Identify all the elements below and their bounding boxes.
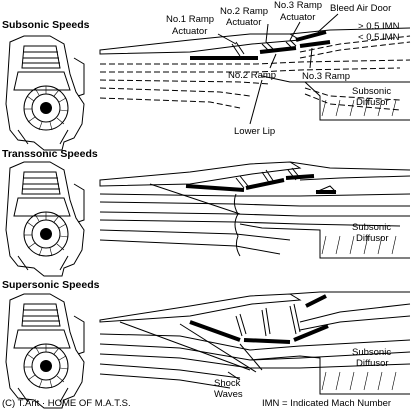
imn-low-label: > 0.5 IMN [358,21,400,32]
shock-wave [119,321,251,371]
ramp1-actuator-label-1: No.1 Ramp [166,14,214,25]
no2-ramp [245,178,285,190]
ramp3-actuator-label-2: Actuator [280,12,315,23]
subsonic-diffusor-label-2: Diffusor [356,233,389,244]
no2-ramp-label: No.2 Ramp [228,70,276,81]
aircraft-front-view [5,35,85,151]
subsonic-diffusor-label-2: Diffusor [356,358,389,369]
no3-ramp [299,40,331,48]
aircraft-front-view [5,293,85,409]
panel-heading: Supersonic Speeds [2,279,100,291]
intake-cross-section [99,13,411,125]
copyright-notice: (C) T.Arit · HOME OF M.A.T.S. [2,398,131,409]
subsonic-diffusor-label-1: Subsonic [352,86,391,97]
no3-ramp [285,174,315,180]
bleed-air-door [295,30,327,42]
shock-waves-label-2: Waves [214,389,243,400]
panel-heading: Subsonic Speeds [2,19,90,31]
no2-ramp-actuator [261,41,275,53]
no1-ramp [185,184,245,192]
no3-ramp [293,324,329,342]
ramp3-actuator-label-1: No.3 Ramp [274,0,322,11]
shock-waves-label-1: Shock [214,378,241,389]
panel-heading: Transsonic Speeds [2,148,98,160]
panel-supersonic: Supersonic Speeds [2,279,411,409]
no3-ramp-label: No.3 Ramp [302,71,350,82]
subsonic-diffusor-label-2: Diffusor [356,97,389,108]
aircraft-front-view [5,161,85,277]
panel-subsonic: Subsonic Speeds [2,0,411,151]
no2-ramp [259,46,297,54]
no1-ramp [189,320,241,342]
ramp1-actuator-label-2: Actuator [172,26,207,37]
shock-wave [239,343,263,371]
no1-ramp-actuator [231,41,245,57]
lower-lip-label: Lower Lip [234,126,275,137]
no3-ramp-actuator [285,39,297,49]
ramp2-actuator-label-2: Actuator [226,17,261,28]
panel-transsonic: Transsonic Speeds [2,148,411,277]
shock-wave [179,323,257,373]
imn-high-label: < 0.5 IMN [358,32,400,43]
bleed-air-door [305,294,327,308]
bleed-air-door-label: Bleed Air Door [330,3,391,14]
imn-legend: IMN = Indicated Mach Number [262,398,391,409]
subsonic-diffusor-label-1: Subsonic [352,347,391,358]
no2-ramp [243,338,291,344]
subsonic-diffusor-label-1: Subsonic [352,222,391,233]
intake-cross-section [99,161,411,259]
intake-cross-section [99,291,411,395]
ramp2-actuator-label-1: No.2 Ramp [220,6,268,17]
